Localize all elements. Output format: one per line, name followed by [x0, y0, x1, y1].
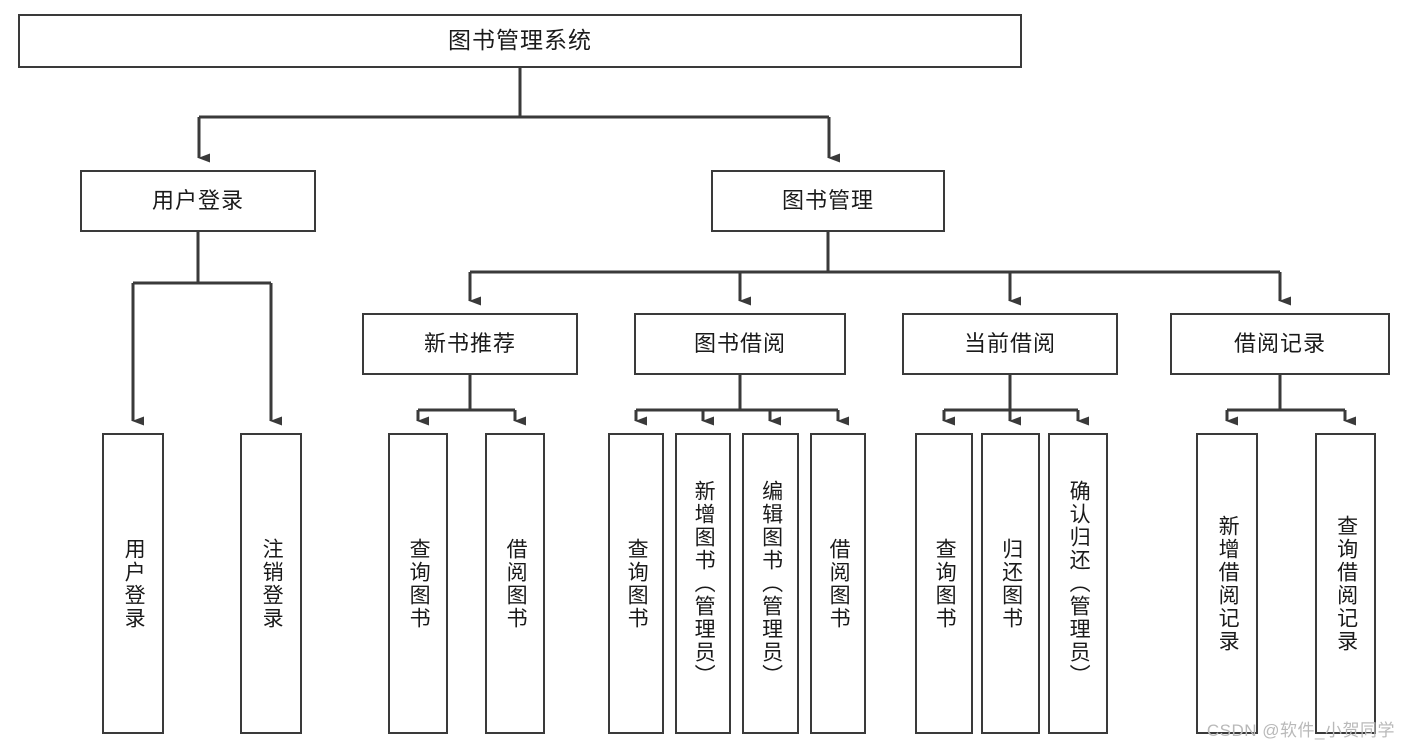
leaf-new-query-book[interactable]: 查询图书	[388, 433, 448, 734]
leaf-borrow-query-book[interactable]: 查询图书	[608, 433, 664, 734]
leaf-record-add[interactable]: 新增借阅记录	[1196, 433, 1258, 734]
leaf-borrow-add-book-label: 新增图书（管理员）	[692, 480, 716, 687]
leaf-current-query-book-label: 查询图书	[933, 537, 957, 630]
node-root[interactable]: 图书管理系统	[18, 14, 1022, 68]
leaf-new-borrow-book-label: 借阅图书	[504, 537, 528, 630]
leaf-user-logout[interactable]: 注销登录	[240, 433, 302, 734]
leaf-record-query-label: 查询借阅记录	[1334, 514, 1358, 653]
node-book-borrow[interactable]: 图书借阅	[634, 313, 846, 375]
node-book-borrow-label: 图书借阅	[693, 330, 786, 356]
node-book-management[interactable]: 图书管理	[711, 170, 945, 232]
watermark: CSDN @软件_小贺同学	[1206, 721, 1395, 740]
leaf-borrow-edit-book-label: 编辑图书（管理员）	[759, 480, 783, 687]
leaf-new-query-book-label: 查询图书	[407, 537, 431, 630]
node-current-borrow-label: 当前借阅	[963, 330, 1056, 356]
leaf-user-login-label: 用户登录	[122, 537, 146, 630]
leaf-record-add-label: 新增借阅记录	[1216, 514, 1240, 653]
leaf-user-login[interactable]: 用户登录	[102, 433, 164, 734]
leaf-borrow-add-book[interactable]: 新增图书（管理员）	[675, 433, 731, 734]
leaf-borrow-query-book-label: 查询图书	[625, 537, 649, 630]
node-user-login-label: 用户登录	[151, 187, 244, 213]
node-new-book-recommend-label: 新书推荐	[423, 330, 516, 356]
leaf-current-confirm-return[interactable]: 确认归还（管理员）	[1048, 433, 1108, 734]
leaf-record-query[interactable]: 查询借阅记录	[1315, 433, 1376, 734]
leaf-current-query-book[interactable]: 查询图书	[915, 433, 973, 734]
node-root-label: 图书管理系统	[448, 27, 592, 54]
leaf-current-return-book-label: 归还图书	[999, 537, 1023, 630]
node-book-management-label: 图书管理	[781, 187, 874, 213]
node-user-login[interactable]: 用户登录	[80, 170, 316, 232]
leaf-borrow-edit-book[interactable]: 编辑图书（管理员）	[742, 433, 799, 734]
leaf-borrow-borrow-book[interactable]: 借阅图书	[810, 433, 866, 734]
node-borrow-record[interactable]: 借阅记录	[1170, 313, 1390, 375]
leaf-new-borrow-book[interactable]: 借阅图书	[485, 433, 545, 734]
leaf-current-confirm-return-label: 确认归还（管理员）	[1067, 480, 1091, 687]
node-new-book-recommend[interactable]: 新书推荐	[362, 313, 578, 375]
node-current-borrow[interactable]: 当前借阅	[902, 313, 1118, 375]
node-borrow-record-label: 借阅记录	[1233, 330, 1326, 356]
leaf-user-logout-label: 注销登录	[260, 537, 284, 630]
leaf-borrow-borrow-book-label: 借阅图书	[827, 537, 851, 630]
leaf-current-return-book[interactable]: 归还图书	[981, 433, 1040, 734]
